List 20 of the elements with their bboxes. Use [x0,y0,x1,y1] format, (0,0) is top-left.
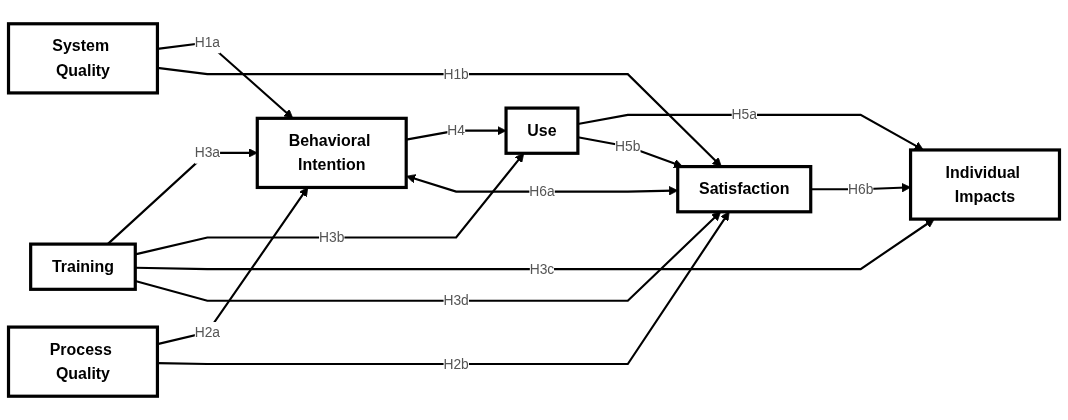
edge-label: H3c [529,260,555,277]
edge-label: H6a [529,183,555,200]
edge-label: H5a [731,106,757,123]
edge-label: H3d [443,292,469,309]
edge-label: H6b [847,180,874,197]
edge-label: H2a [194,324,221,341]
edge-label: H3b [319,229,345,246]
node-box: Individual Impacts [908,148,1062,221]
edge-label: H1b [443,65,469,82]
edge-label: H3a [194,144,221,161]
node-box: System Quality [6,22,160,95]
node-box: Training [29,242,137,291]
node-box: Process Quality [6,325,160,398]
edge-label: H1a [194,34,221,51]
node-box: Behavioral Intention [255,116,408,190]
edge-label: H5b [615,138,641,155]
node-box: Satisfaction [676,165,813,214]
edge-label: H4 [447,122,465,139]
node-box: Use [504,106,580,155]
edge-label: H2b [443,355,469,372]
